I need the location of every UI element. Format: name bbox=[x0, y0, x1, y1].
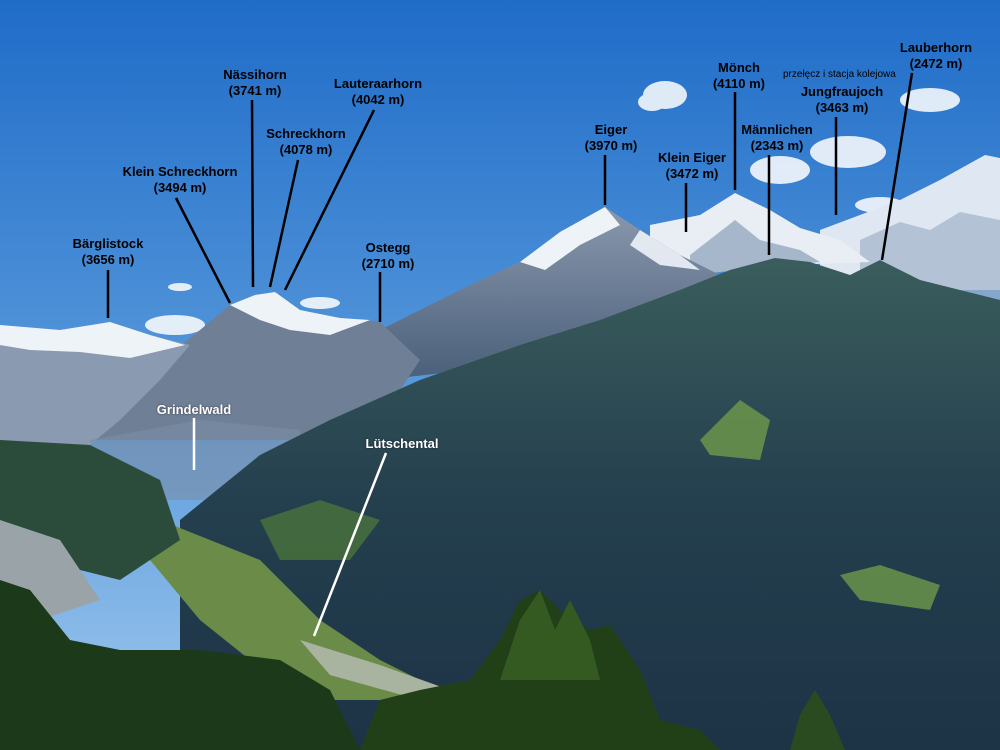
peak-elevation: (3656 m) bbox=[81, 252, 135, 267]
valley-floor bbox=[150, 520, 460, 700]
peak-elevation: (3741 m) bbox=[228, 83, 282, 98]
label-schreckhorn: Schreckhorn (4078 m) bbox=[260, 126, 352, 158]
label-lauteraarhorn: Lauteraarhorn (4042 m) bbox=[326, 76, 430, 108]
peak-elevation: (4042 m) bbox=[351, 92, 405, 107]
label-nassihorn: Nässihorn (3741 m) bbox=[220, 67, 290, 99]
peak-name: Klein Eiger bbox=[658, 150, 726, 165]
label-lutschental: Lütschental bbox=[354, 436, 450, 452]
peak-elevation: (3494 m) bbox=[153, 180, 207, 195]
leader-klein-schreckhorn bbox=[174, 197, 232, 304]
peak-name: Männlichen bbox=[741, 122, 813, 137]
peak-name: Schreckhorn bbox=[266, 126, 346, 141]
label-barglistock: Bärglistock (3656 m) bbox=[70, 236, 146, 268]
peak-name: Jungfraujoch bbox=[800, 84, 884, 99]
label-monch: Mönch (4110 m) bbox=[706, 60, 772, 92]
label-klein-eiger: Klein Eiger (3472 m) bbox=[652, 150, 732, 182]
mannlichen-ridge bbox=[180, 258, 1000, 750]
label-grindelwald: Grindelwald bbox=[146, 402, 242, 418]
place-name: Grindelwald bbox=[156, 402, 232, 417]
peak-name: Mönch bbox=[718, 60, 760, 75]
place-name: Lütschental bbox=[365, 436, 439, 451]
peak-elevation: (3472 m) bbox=[665, 166, 719, 181]
clouds bbox=[145, 81, 960, 335]
label-mannlichen: Männlichen (2343 m) bbox=[732, 122, 822, 154]
leader-schreckhorn bbox=[268, 159, 300, 288]
leader-lutschental bbox=[312, 452, 388, 637]
peak-elevation: (3970 m) bbox=[584, 138, 638, 153]
peak-name: Lauberhorn bbox=[899, 40, 973, 55]
label-jungfraujoch: Jungfraujoch (3463 m) bbox=[794, 84, 890, 116]
peak-elevation: (4110 m) bbox=[712, 76, 766, 91]
peak-name: Lauteraarhorn bbox=[333, 76, 423, 91]
peak-name: Bärglistock bbox=[72, 236, 144, 251]
peak-elevation: (2343 m) bbox=[750, 138, 804, 153]
leader-lauberhorn bbox=[880, 72, 914, 261]
label-klein-schreckhorn: Klein Schreckhorn (3494 m) bbox=[115, 164, 245, 196]
foreground-forest-left bbox=[0, 580, 360, 750]
peak-elevation: (3463 m) bbox=[815, 100, 869, 115]
peak-name: Klein Schreckhorn bbox=[122, 164, 238, 179]
peak-elevation: (2710 m) bbox=[361, 256, 415, 271]
jungfraujoch-note: przełęcz i stacja kolejowa bbox=[783, 69, 896, 80]
label-eiger: Eiger (3970 m) bbox=[578, 122, 644, 154]
leader-lauteraarhorn bbox=[283, 109, 376, 291]
peak-elevation: (2472 m) bbox=[909, 56, 963, 71]
eiger bbox=[380, 207, 720, 380]
leader-nassihorn bbox=[250, 99, 255, 288]
label-ostegg: Ostegg (2710 m) bbox=[355, 240, 421, 272]
label-lauberhorn: Lauberhorn (2472 m) bbox=[888, 40, 984, 72]
peak-name: Ostegg bbox=[365, 240, 411, 255]
peak-name: Eiger bbox=[594, 122, 628, 137]
peak-elevation: (4078 m) bbox=[279, 142, 333, 157]
peak-name: Nässihorn bbox=[223, 67, 287, 82]
